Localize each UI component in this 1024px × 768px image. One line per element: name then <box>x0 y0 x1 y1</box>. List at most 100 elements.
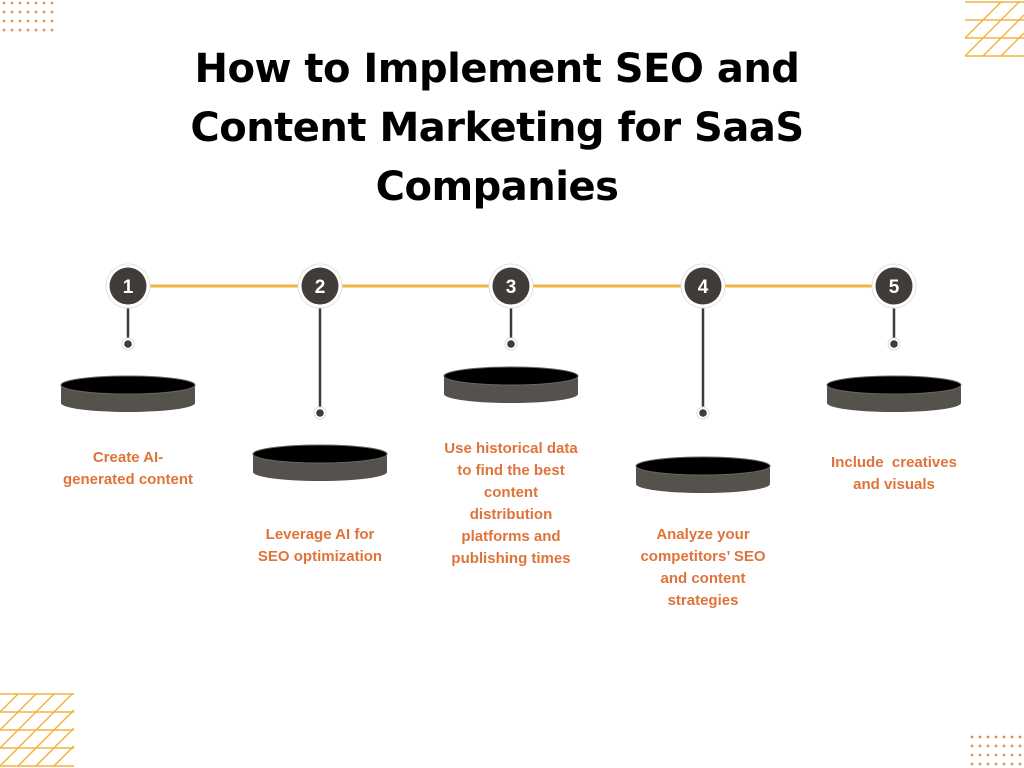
decor-dot <box>2 28 6 32</box>
decor-dot <box>994 744 998 748</box>
decor-dot <box>26 19 30 23</box>
disc-top <box>60 375 196 395</box>
decor-dot <box>26 10 30 14</box>
decor-dot <box>986 744 990 748</box>
step-label-line: Create AI- <box>92 449 164 466</box>
step-label-line: distribution <box>469 506 553 523</box>
decor-dot <box>50 10 54 14</box>
timeline-step-4: 4 <box>635 263 771 493</box>
step-label-line: and visuals <box>853 476 935 493</box>
step-label-1: Create AI-generated content <box>48 447 208 491</box>
title-line-3: Companies <box>375 164 619 210</box>
decor-dot <box>978 753 982 757</box>
decor-dot <box>42 28 46 32</box>
decor-dot <box>34 28 38 32</box>
step-label-line: content <box>483 484 539 501</box>
decor-dot <box>978 735 982 739</box>
disc-top <box>635 456 771 476</box>
timeline-step-2: 2 <box>252 263 388 481</box>
decor-dot <box>994 753 998 757</box>
decor-dot <box>10 28 14 32</box>
decor-dot <box>26 1 30 5</box>
decor-dot <box>978 762 982 766</box>
step-node <box>492 267 530 305</box>
decor-dot <box>2 19 6 23</box>
dot-grid-bottom-right <box>970 735 1022 766</box>
step-node <box>109 267 147 305</box>
decor-dot <box>1010 762 1014 766</box>
decor-dot <box>1002 762 1006 766</box>
disc-top <box>826 375 962 395</box>
decor-dot <box>1010 753 1014 757</box>
decor-dot <box>970 735 974 739</box>
decor-dot <box>34 1 38 5</box>
stem-end-dot <box>699 409 707 417</box>
decor-dot <box>42 1 46 5</box>
page-title: How to Implement SEO and Content Marketi… <box>162 40 832 217</box>
decor-dot <box>26 28 30 32</box>
decor-dot <box>18 1 22 5</box>
hatch-pattern-top-right <box>964 1 1024 57</box>
step-disc <box>826 375 962 412</box>
decor-dot <box>50 1 54 5</box>
decor-dot <box>50 28 54 32</box>
step-node <box>875 267 913 305</box>
decor-dot <box>10 19 14 23</box>
decor-dot <box>970 744 974 748</box>
decor-dot <box>1002 735 1006 739</box>
step-label-line: Include creatives <box>831 454 957 471</box>
disc-top <box>443 366 579 386</box>
decor-dot <box>1010 735 1014 739</box>
decor-dot <box>42 19 46 23</box>
step-number: 3 <box>506 277 517 298</box>
decor-dot <box>994 762 998 766</box>
dot-grid-top-left <box>2 1 54 32</box>
step-label-line: generated content <box>62 471 194 488</box>
decor-dot <box>34 10 38 14</box>
step-node <box>301 267 339 305</box>
decor-dot <box>50 19 54 23</box>
decor-dot <box>986 762 990 766</box>
decor-dot <box>2 10 6 14</box>
step-number: 2 <box>315 277 326 298</box>
title-line-1: How to Implement SEO and <box>194 46 800 92</box>
decor-dot <box>994 735 998 739</box>
decor-dot <box>42 10 46 14</box>
decor-dot <box>970 762 974 766</box>
decor-dot <box>986 753 990 757</box>
decor-dot <box>1018 735 1022 739</box>
decor-dot <box>18 19 22 23</box>
title-line-2: Content Marketing for SaaS <box>190 105 804 151</box>
decor-dot <box>10 10 14 14</box>
step-label-line: SEO optimization <box>257 548 383 565</box>
decor-dot <box>986 735 990 739</box>
decor-dot <box>970 753 974 757</box>
disc-top <box>252 444 388 464</box>
decor-dot <box>34 19 38 23</box>
step-label-line: and content <box>660 570 746 587</box>
timeline-step-5: 5 <box>826 263 962 412</box>
step-label-line: publishing times <box>451 550 571 567</box>
step-disc <box>252 444 388 481</box>
stem-end-dot <box>124 340 132 348</box>
decor-dot <box>978 744 982 748</box>
hatch-pattern-bottom-left <box>0 693 75 767</box>
step-number: 5 <box>889 277 900 298</box>
decor-dot <box>1002 753 1006 757</box>
step-label-line: Analyze your <box>656 526 750 543</box>
step-disc <box>443 366 579 403</box>
step-disc <box>60 375 196 412</box>
decor-dot <box>1018 762 1022 766</box>
stem-end-dot <box>507 340 515 348</box>
stem-end-dot <box>890 340 898 348</box>
decor-dot <box>18 28 22 32</box>
decor-dot <box>1002 744 1006 748</box>
decor-dot <box>10 1 14 5</box>
step-number: 1 <box>123 277 134 298</box>
step-number: 4 <box>698 277 709 298</box>
step-label-line: Use historical data <box>444 440 578 457</box>
